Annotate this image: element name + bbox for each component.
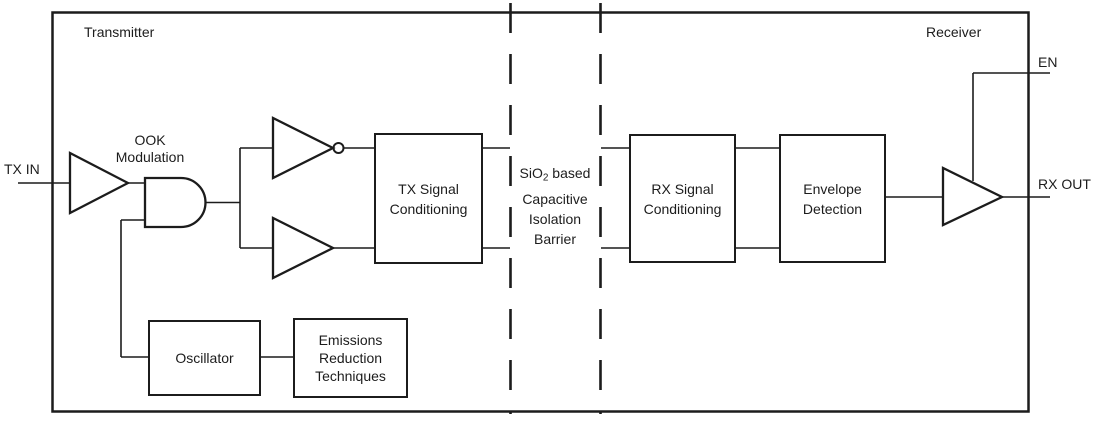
- emissions-line1: Emissions: [318, 332, 383, 348]
- envelope-detection-label: Envelope Detection: [780, 135, 885, 262]
- envelope-line2: Detection: [802, 200, 863, 217]
- barrier-line3: Isolation: [528, 210, 582, 227]
- inverter-bubble-icon: [332, 142, 345, 154]
- tx-signal-line1: TX Signal: [398, 180, 459, 197]
- device-outline-box: [51, 11, 1030, 413]
- barrier-line4: Barrier: [533, 230, 576, 247]
- tx-in-port-label: TX IN: [4, 161, 40, 177]
- barrier-line2: Capacitive: [522, 190, 588, 207]
- emissions-line3: Techniques: [315, 368, 386, 384]
- barrier-formula-rest: based: [548, 165, 591, 181]
- ook-modulation-label: OOK Modulation: [104, 132, 196, 166]
- isolation-barrier-label: SiO2 based Capacitive Isolation Barrier: [507, 163, 603, 249]
- oscillator-label: Oscillator: [149, 321, 260, 395]
- transmitter-section-label: Transmitter: [84, 24, 155, 40]
- tx-input-buffer-symbol: [68, 151, 131, 215]
- tx-signal-conditioning-box: [374, 133, 483, 264]
- emissions-line2: Reduction: [318, 350, 383, 366]
- rx-signal-line2: Conditioning: [643, 200, 722, 217]
- rx-signal-conditioning-label: RX Signal Conditioning: [630, 135, 735, 262]
- rx-signal-line1: RX Signal: [651, 180, 714, 197]
- ook-modulation-line2: Modulation: [115, 149, 185, 165]
- barrier-formula-base: SiO: [519, 165, 543, 181]
- tx-signal-line2: Conditioning: [389, 200, 468, 217]
- rx-signal-conditioning-box: [629, 134, 736, 263]
- en-port-label: EN: [1038, 54, 1058, 70]
- rx-output-buffer-symbol: [941, 166, 1005, 227]
- envelope-detection-box: [779, 134, 886, 263]
- barrier-formula-subscript: 2: [542, 172, 549, 184]
- and-gate-symbol: [143, 176, 207, 229]
- wires: [18, 72, 1050, 358]
- emissions-reduction-box: [293, 318, 408, 398]
- rx-out-port-label: RX OUT: [1038, 176, 1091, 192]
- envelope-line1: Envelope: [803, 180, 862, 197]
- inverter-symbol: [271, 116, 336, 180]
- barrier-formula-line: SiO2 based: [507, 163, 603, 189]
- oscillator-text: Oscillator: [175, 350, 234, 366]
- buffer-symbol: [271, 216, 336, 280]
- emissions-reduction-label: Emissions Reduction Techniques: [294, 319, 407, 397]
- tx-signal-conditioning-label: TX Signal Conditioning: [375, 134, 482, 263]
- receiver-section-label: Receiver: [926, 24, 982, 40]
- oscillator-box: [148, 320, 261, 396]
- ook-modulation-line1: OOK: [134, 132, 166, 148]
